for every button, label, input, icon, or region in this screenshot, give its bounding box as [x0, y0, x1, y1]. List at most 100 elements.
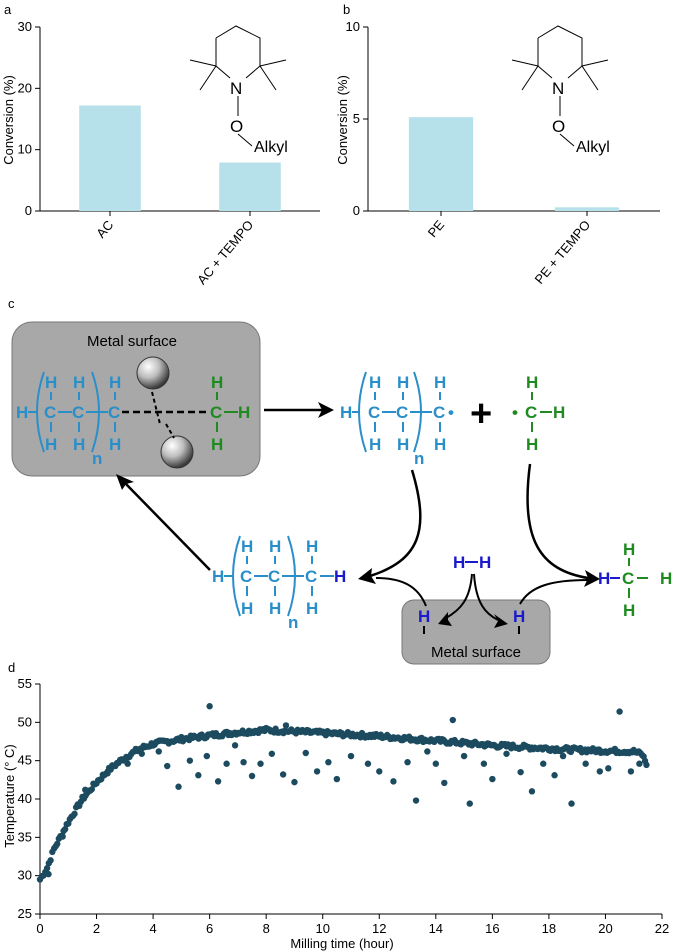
atom-h: H [434, 435, 446, 454]
atom-h: H [623, 540, 635, 559]
data-point [404, 759, 411, 766]
y-tick-label: 0 [353, 203, 360, 218]
x-tick-label: 22 [655, 921, 669, 936]
data-point [231, 742, 239, 749]
data-point [596, 768, 603, 775]
atom-h: H [660, 569, 672, 588]
data-point [390, 778, 397, 785]
data-point [412, 797, 420, 804]
atom-c: C [368, 403, 380, 422]
y-tick-label: 40 [18, 791, 32, 806]
tempo-a-o: O [230, 117, 243, 136]
y-tick-label: 5 [353, 111, 360, 126]
tempo-b-n: N [552, 79, 564, 98]
data-point [155, 748, 162, 755]
atom-c: C [72, 403, 84, 422]
x-tick-label: PE [425, 217, 448, 240]
radical-dot: • [448, 403, 454, 422]
atom-h: H [238, 403, 250, 422]
panel-a-ylabel: Conversion (%) [1, 75, 16, 165]
y-tick-label: 50 [18, 714, 32, 729]
data-point [61, 825, 69, 833]
tempo-structure-a: N O Alkyl [189, 25, 288, 156]
data-point [186, 757, 194, 764]
data-point [302, 749, 309, 757]
x-tick-label: AC [93, 217, 116, 240]
data-point [104, 768, 112, 775]
chain-saturated: H C H H C H H n C H H H [212, 535, 346, 632]
data-point [643, 761, 650, 769]
x-tick-label: 14 [429, 921, 443, 936]
x-tick-label: AC + TEMPO [194, 217, 256, 287]
subscript-n: n [288, 613, 298, 632]
atom-c: C [108, 403, 120, 422]
atom-h: H [241, 537, 253, 556]
x-tick-label: 12 [372, 921, 386, 936]
x-tick-label: 20 [598, 921, 612, 936]
arrow-radical-to-alkane [369, 469, 422, 578]
methane: H C H H H [598, 540, 672, 620]
tempo-structure-b: N O Alkyl [511, 25, 610, 156]
metal-surface-box-bottom [401, 599, 551, 665]
data-point [45, 870, 52, 878]
bar [554, 207, 620, 211]
atom-h: H [453, 553, 465, 572]
atom-c: C [240, 567, 252, 586]
data-point [424, 748, 431, 755]
atom-h: H [479, 553, 491, 572]
data-point [460, 752, 468, 760]
radical-dot: • [512, 403, 518, 422]
arrow-back-to-surface [125, 483, 211, 571]
atom-h: H [109, 373, 121, 392]
data-point [279, 771, 287, 778]
atom-h: H [418, 607, 430, 626]
panel-d: d Temperature (° C) Milling time (hour) … [2, 660, 669, 951]
atom-c: C [525, 403, 537, 422]
data-point [616, 708, 623, 715]
panel-c: c Metal surface H C H H C H H [8, 296, 672, 665]
data-point [43, 865, 51, 872]
data-point [503, 750, 510, 757]
atom-c: C [433, 403, 445, 422]
data-point [223, 760, 230, 767]
y-tick-label: 55 [18, 676, 32, 691]
bar [408, 117, 474, 211]
atom-h: H [16, 403, 28, 422]
data-point [517, 768, 524, 776]
atom-h: H [73, 435, 85, 454]
x-tick-label: 6 [206, 921, 213, 936]
data-point [206, 703, 213, 710]
atom-c: C [268, 567, 280, 586]
panel-d-ylabel: Temperature (° C) [2, 744, 17, 847]
subscript-n: n [92, 449, 102, 468]
metal-surface-box-top [11, 321, 261, 477]
data-point [138, 750, 145, 757]
x-tick-label: 0 [36, 921, 43, 936]
atom-h: H [306, 599, 318, 618]
atom-h: H [334, 567, 346, 586]
plus-sign: + [470, 393, 492, 435]
tempo-b-alkyl: Alkyl [576, 139, 610, 156]
y-tick-label: 25 [18, 906, 32, 921]
data-point [605, 765, 612, 772]
atom-h: H [369, 435, 381, 454]
y-tick-label: 45 [18, 753, 32, 768]
atom-h: H [397, 373, 409, 392]
data-point [195, 772, 202, 779]
arrow-h-to-methyl [519, 579, 589, 605]
data-point [47, 857, 54, 864]
atom-h: H [241, 599, 253, 618]
tempo-a-alkyl: Alkyl [254, 139, 288, 156]
data-point [489, 775, 496, 783]
data-point [164, 762, 171, 770]
atom-h: H [623, 601, 635, 620]
y-tick-label: 10 [346, 19, 360, 34]
panel-b-ylabel: Conversion (%) [335, 75, 350, 165]
atom-h: H [513, 607, 525, 626]
atom-h: H [526, 373, 538, 392]
atom-c: C [396, 403, 408, 422]
atom-h: H [553, 403, 565, 422]
data-point [313, 768, 321, 775]
x-tick-label: 2 [93, 921, 100, 936]
